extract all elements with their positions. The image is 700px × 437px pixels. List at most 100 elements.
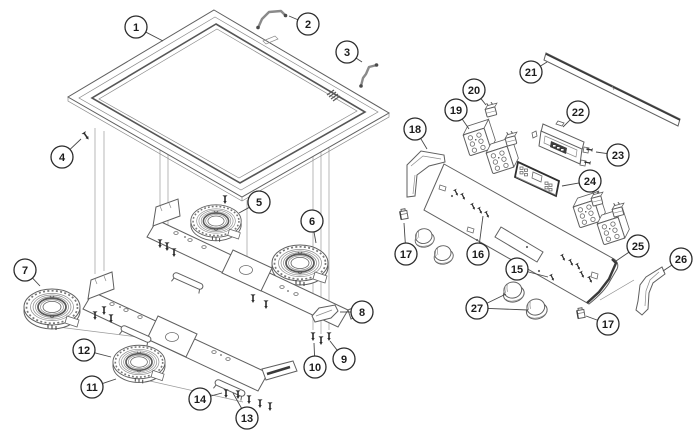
callout-balloon[interactable] [669,247,693,271]
element-support-clip [170,271,205,295]
callout-7[interactable]: 7 [13,258,41,287]
trim-strip [543,52,681,127]
callout-number: 11 [86,382,98,394]
callout-leader [210,392,223,397]
callout-leader [94,352,112,358]
callout-number: 6 [309,216,315,228]
panel-clip [575,306,586,320]
callout-number: 17 [602,319,614,331]
mounting-bracket-side [359,63,379,88]
callout-balloon[interactable] [72,338,96,362]
callout-balloon[interactable] [296,12,320,36]
callout-balloon[interactable] [235,406,259,430]
callout-balloon[interactable] [80,375,104,399]
callout-balloon[interactable] [626,234,650,258]
callout-balloon[interactable] [596,312,620,336]
callout-balloon[interactable] [606,143,630,167]
callout-number: 1 [133,22,139,34]
callout-leader [145,31,164,42]
callout-leader [461,118,470,130]
callout-2[interactable]: 2 [288,12,320,36]
callout-leader [69,138,82,150]
callout-balloon[interactable] [188,387,212,411]
callout-balloon[interactable] [303,355,327,379]
callout-1[interactable]: 1 [124,15,164,42]
callout-balloon[interactable] [247,190,271,214]
callout-balloon[interactable] [462,78,486,102]
callout-balloon[interactable] [350,300,374,324]
rail-end-bracket-8 [311,304,339,323]
callout-leader [232,392,243,409]
callout-balloon[interactable] [332,347,356,371]
callout-balloon[interactable] [465,296,489,320]
callout-number: 12 [78,345,90,357]
callout-balloon[interactable] [124,15,148,39]
callout-leader [32,277,41,287]
callout-17[interactable]: 17 [585,312,620,336]
callout-leader [480,98,487,106]
callout-number: 4 [59,152,66,164]
control-panel [423,163,635,305]
callout-balloon[interactable] [394,242,418,266]
callout-number: 9 [341,354,347,366]
callout-number: 17 [400,249,412,261]
callout-balloon[interactable] [300,209,324,233]
callout-24[interactable]: 24 [561,169,602,193]
callout-balloon[interactable] [566,100,590,124]
callout-number: 3 [344,47,350,59]
callout-16[interactable]: 16 [466,215,490,266]
callout-leader [313,231,317,244]
callout-balloon[interactable] [13,258,37,282]
callout-number: 26 [675,254,687,266]
callout-11[interactable]: 11 [80,375,117,399]
callout-23[interactable]: 23 [595,143,630,167]
callout-17[interactable]: 17 [394,222,418,266]
surface-element-5 [189,203,243,243]
callout-balloon[interactable] [578,169,602,193]
callout-balloon[interactable] [519,60,543,84]
callout-number: 14 [194,394,207,406]
callout-number: 15 [511,264,523,276]
callout-leader [585,315,598,321]
callout-leader [527,271,549,278]
callout-leader [313,342,315,357]
end-cap-right [635,266,666,316]
callout-number: 21 [525,67,537,79]
callout-leader [486,293,507,304]
callout-leader [540,61,548,67]
callout-number: 7 [22,265,28,277]
callout-26[interactable]: 26 [662,247,693,272]
callout-balloon[interactable] [50,145,74,169]
callout-20[interactable]: 20 [462,78,487,106]
callout-15[interactable]: 15 [505,257,549,281]
control-knob [523,296,550,322]
callout-9[interactable]: 9 [329,340,356,371]
callout-10[interactable]: 10 [303,342,327,379]
callout-balloon[interactable] [466,242,490,266]
callout-leader [561,182,580,187]
callout-14[interactable]: 14 [188,387,223,411]
callout-leader [355,57,363,63]
callout-19[interactable]: 19 [444,98,470,130]
callout-22[interactable]: 22 [562,100,590,128]
callout-21[interactable]: 21 [519,60,548,84]
callout-leader [238,206,250,214]
callout-balloon[interactable] [505,257,529,281]
callout-5[interactable]: 5 [238,190,271,214]
callout-18[interactable]: 18 [403,117,428,150]
control-knob [500,279,527,305]
callout-27[interactable]: 27 [465,293,529,320]
callout-4[interactable]: 4 [50,138,82,169]
callout-balloon[interactable] [444,98,468,122]
callout-3[interactable]: 3 [335,40,363,64]
callout-13[interactable]: 13 [232,392,259,430]
callout-6[interactable]: 6 [300,209,324,244]
surface-element-12 [112,344,166,385]
callout-8[interactable]: 8 [340,300,374,324]
callout-25[interactable]: 25 [615,234,650,262]
callout-balloon[interactable] [403,117,427,141]
callout-balloon[interactable] [335,40,359,64]
panel-display-window [494,226,544,263]
screw-4 [81,131,91,142]
callout-12[interactable]: 12 [72,338,112,362]
